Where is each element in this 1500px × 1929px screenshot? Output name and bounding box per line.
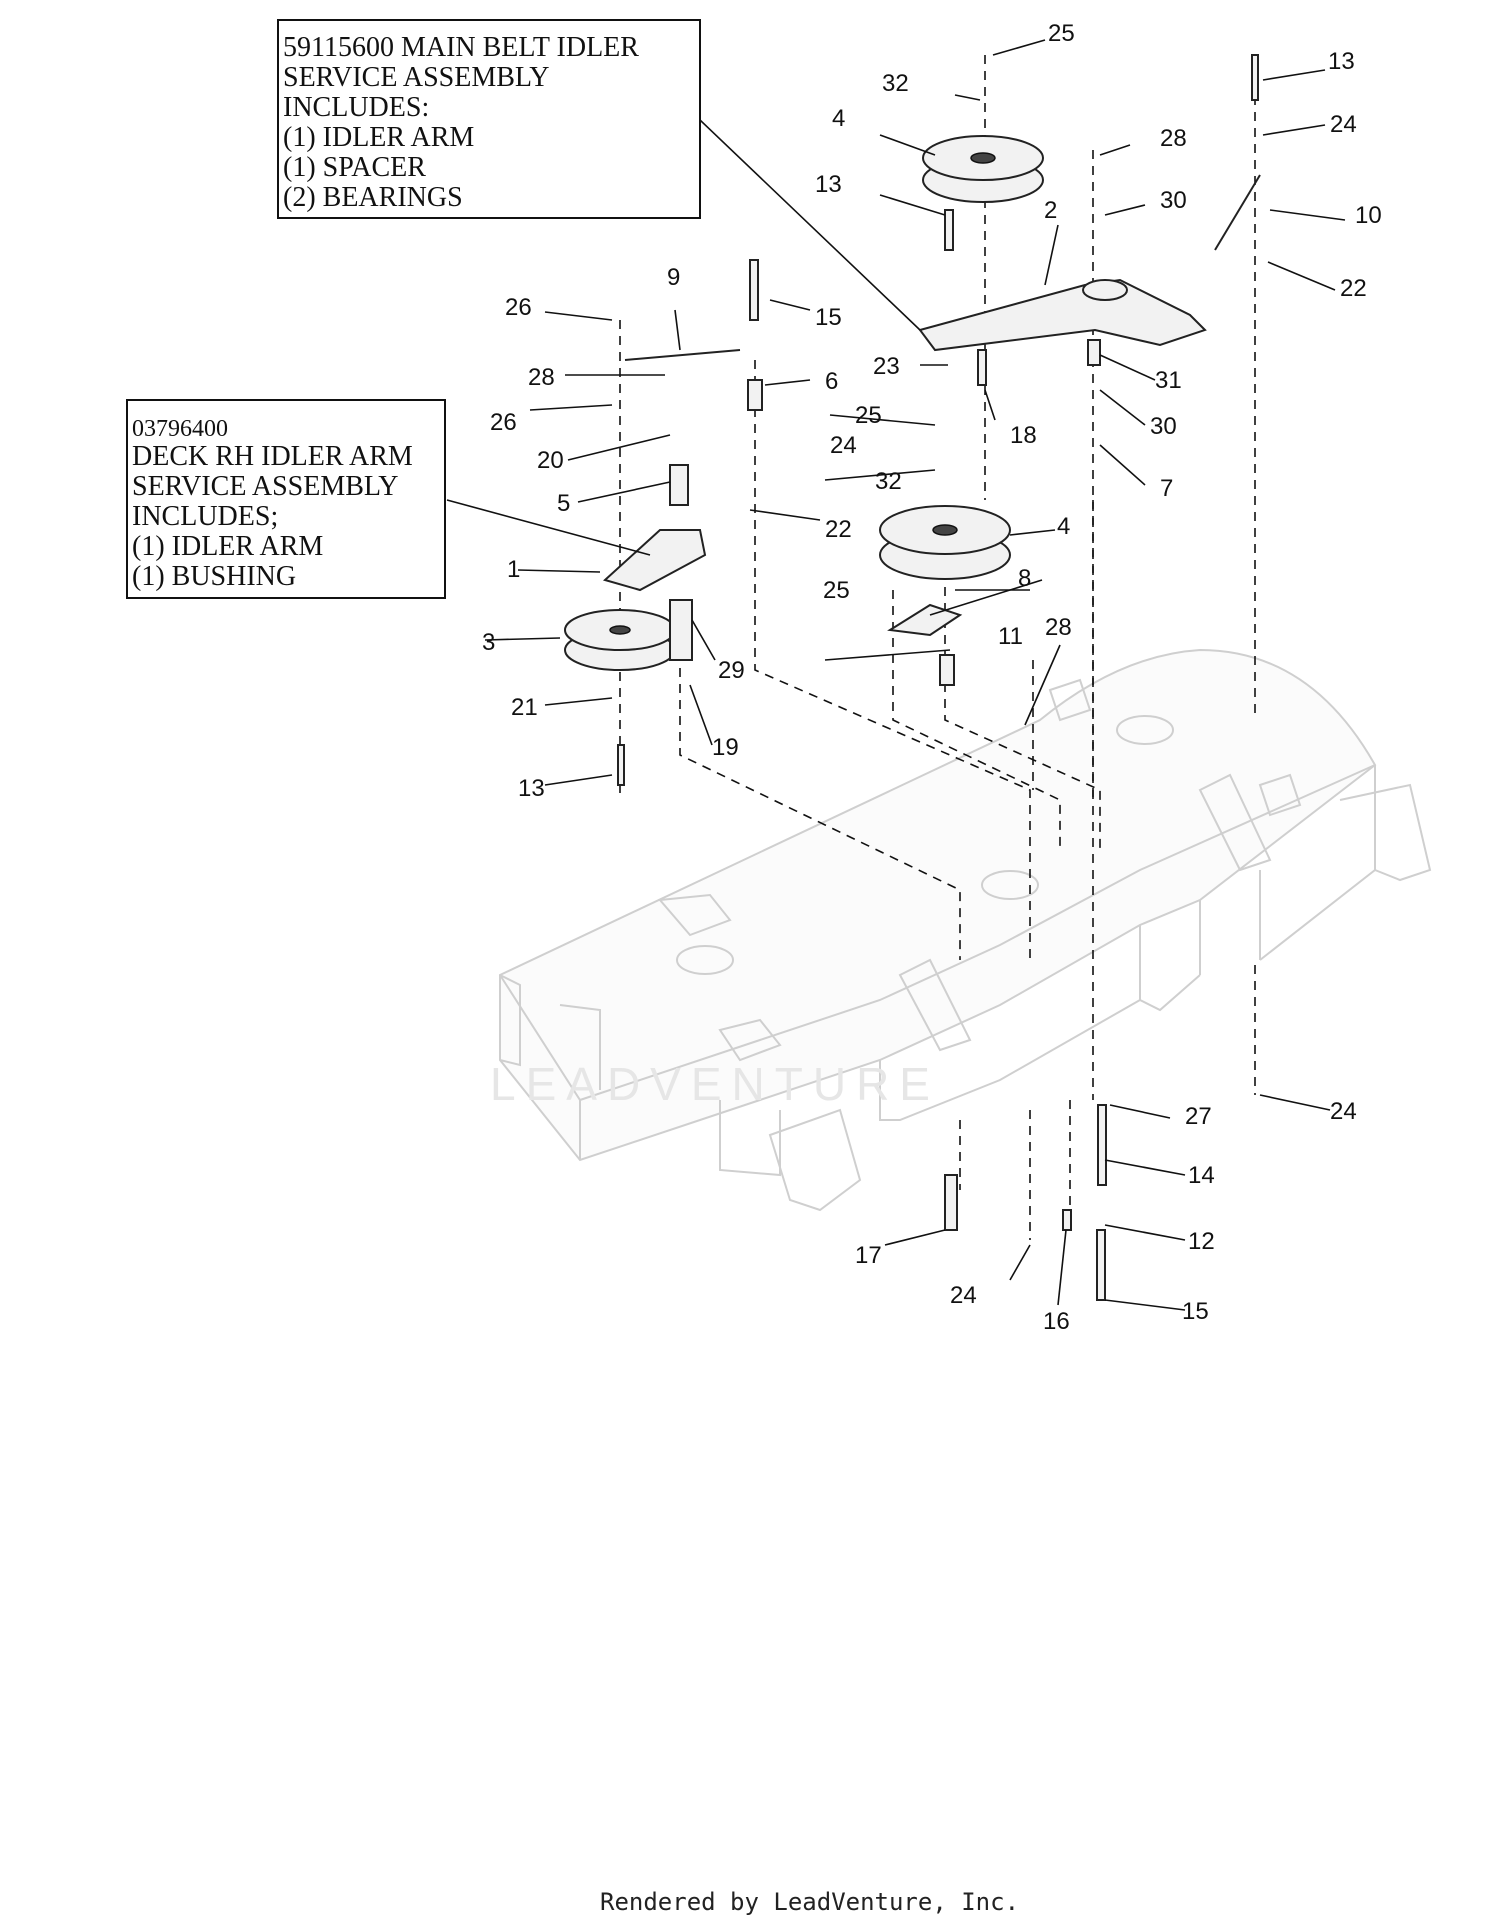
callout-label: 29 [718,657,745,684]
box-line: (1) SPACER [283,152,426,183]
callout-label: 22 [825,516,852,543]
box-line: (1) BUSHING [132,561,296,592]
callout-label: 21 [511,694,538,721]
callout-label: 27 [1185,1103,1212,1130]
callout-label: 4 [832,105,845,132]
mower-deck [499,648,1432,1212]
watermark: LEADVENTURE [490,1058,940,1110]
callout-label: 28 [1045,614,1072,641]
callout-label: 12 [1188,1228,1215,1255]
callout-label: 30 [1160,187,1187,214]
callout-label: 8 [1018,565,1031,592]
callout-label: 10 [1355,202,1382,229]
callout-numbers: 25 32 4 13 28 30 10 13 24 2 22 9 15 26 2… [482,20,1382,1335]
callout-label: 13 [1328,48,1355,75]
callout-label: 15 [815,304,842,331]
callout-label: 14 [1188,1162,1215,1189]
box-line: (1) IDLER ARM [283,122,474,153]
callout-label: 11 [998,623,1023,650]
callout-label: 6 [825,368,838,395]
callout-label: 7 [1160,475,1173,502]
pulley-icon [879,505,1011,580]
service-assembly-box-main: 59115600 MAIN BELT IDLER SERVICE ASSEMBL… [277,19,701,219]
callout-label: 24 [950,1282,977,1309]
box-line: SERVICE ASSEMBLY [283,62,549,93]
callout-label: 24 [830,432,857,459]
callout-label: 26 [505,294,532,321]
callout-label: 22 [1340,275,1367,302]
callout-label: 32 [882,70,909,97]
callout-label: 28 [528,364,555,391]
callout-label: 26 [490,409,517,436]
callout-label: 20 [537,447,564,474]
box-line: 03796400 [132,416,228,442]
box-line: DECK RH IDLER ARM [132,441,413,472]
pulley-icon [922,135,1044,203]
callout-label: 3 [482,629,495,656]
callout-label: 9 [667,264,680,291]
callout-label: 13 [518,775,545,802]
callout-label: 31 [1155,367,1182,394]
callout-label: 28 [1160,125,1187,152]
callout-label: 4 [1057,513,1070,540]
callout-label: 25 [823,577,850,604]
callout-label: 24 [1330,111,1357,138]
callout-label: 5 [557,490,570,517]
box-line: INCLUDES: [283,92,429,123]
box-line: SERVICE ASSEMBLY [132,471,398,502]
callout-label: 17 [855,1242,882,1269]
callout-label: 23 [873,353,900,380]
pulley-icon [564,609,676,671]
callout-label: 19 [712,734,739,761]
callout-label: 18 [1010,422,1037,449]
callout-leaders [446,39,1346,1311]
box-line: (2) BEARINGS [283,182,463,213]
box-line: (1) IDLER ARM [132,531,323,562]
box-line: INCLUDES; [132,501,278,532]
callout-label: 25 [855,402,882,429]
footer-credit: Rendered by LeadVenture, Inc. [600,1888,1019,1916]
callout-label: 25 [1048,20,1075,47]
callout-label: 15 [1182,1298,1209,1325]
service-assembly-box-rh: 03796400 DECK RH IDLER ARM SERVICE ASSEM… [126,399,446,599]
callout-label: 32 [875,468,902,495]
callout-label: 24 [1330,1098,1357,1125]
callout-label: 13 [815,171,842,198]
callout-label: 30 [1150,413,1177,440]
parts [564,54,1261,1301]
callout-label: 16 [1043,1308,1070,1335]
box-line: 59115600 MAIN BELT IDLER [283,32,639,63]
callout-label: 1 [507,556,520,583]
callout-label: 2 [1044,197,1057,224]
